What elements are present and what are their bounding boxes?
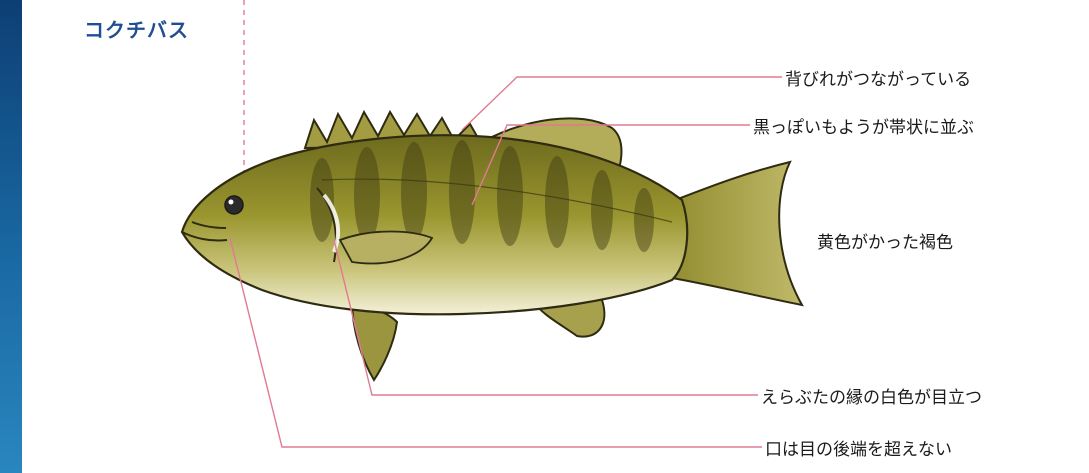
leader-line-dorsal-fin xyxy=(462,77,782,130)
label-dorsal-fin: 背びれがつながっている xyxy=(785,65,971,90)
smallmouth-bass-illustration xyxy=(182,112,802,380)
eye xyxy=(225,196,243,214)
page-title: コクチバス xyxy=(84,14,189,43)
eye-highlight xyxy=(229,200,234,205)
label-mouth: 口は目の後端を超えない xyxy=(765,435,952,460)
label-body-color: 黄色がかった褐色 xyxy=(817,228,953,253)
label-dark-bands: 黒っぽいもようが帯状に並ぶ xyxy=(753,113,974,138)
illustration-panel: コクチバス 背びれがつながっている 黒っぽいもようが帯状に並ぶ 黄色がかった褐色… xyxy=(22,0,1089,473)
label-gill-cover: えらぶたの縁の白色が目立つ xyxy=(761,383,982,408)
